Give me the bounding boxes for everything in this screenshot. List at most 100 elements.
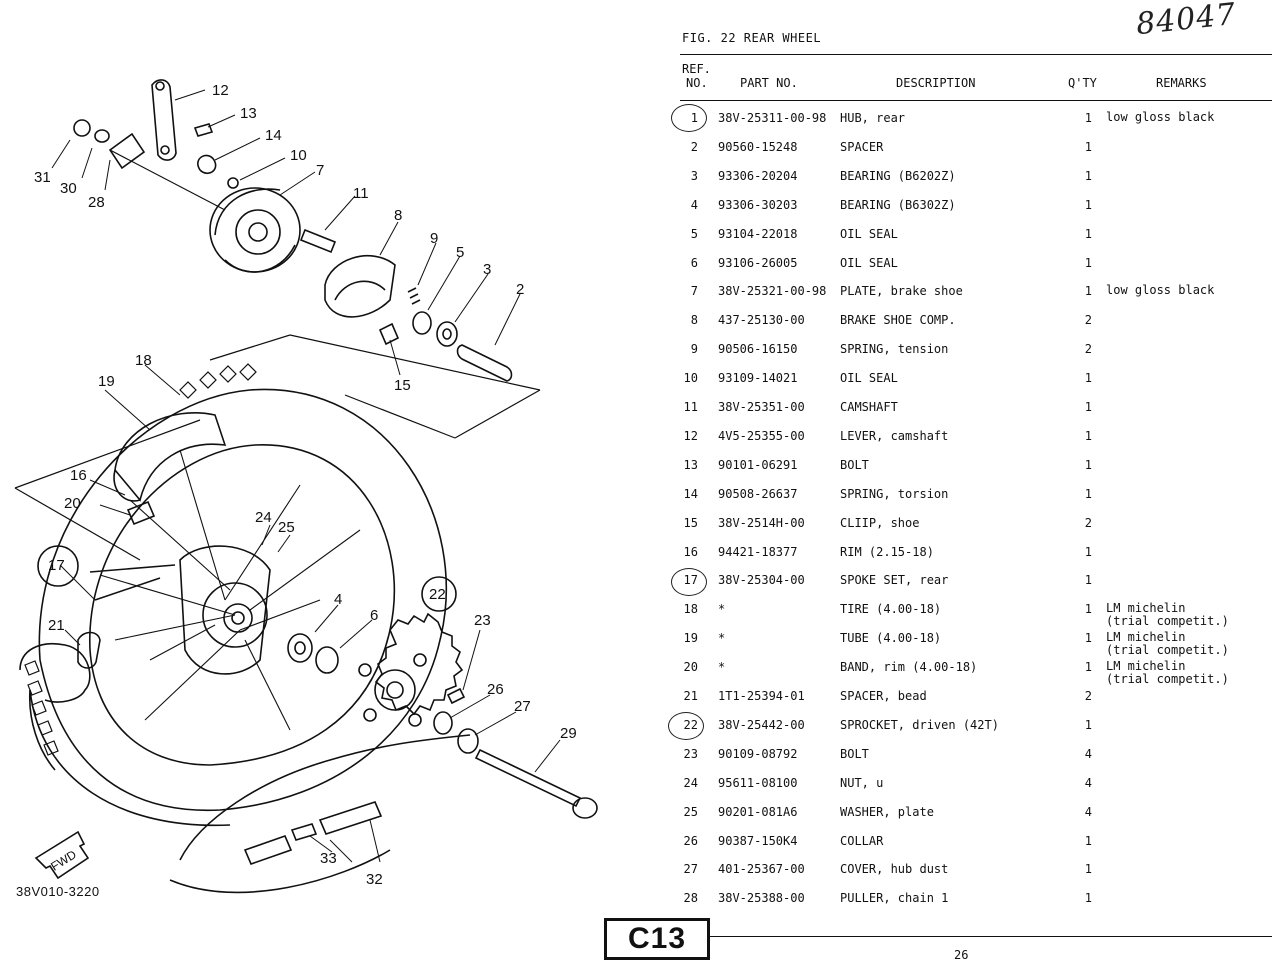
ref-cell: 26 bbox=[683, 833, 698, 848]
remarks-cell: low gloss black bbox=[1106, 110, 1215, 124]
callout-13: 13 bbox=[240, 105, 257, 122]
description-cell: CLIIP, shoe bbox=[840, 515, 920, 530]
qty-cell: 2 bbox=[1084, 342, 1092, 357]
ref-cell: 27 bbox=[683, 862, 698, 877]
ref-cell: 20 bbox=[683, 660, 698, 675]
page-section-mark: C13 bbox=[604, 918, 710, 960]
part-no-cell: 38V-25311-00-98 bbox=[718, 111, 827, 125]
callout-30: 30 bbox=[60, 180, 77, 197]
description-cell: PULLER, chain 1 bbox=[840, 891, 949, 906]
hub bbox=[202, 582, 268, 648]
qty-cell: 1 bbox=[1084, 371, 1092, 386]
callout-3: 3 bbox=[483, 261, 491, 278]
drawing-code: 38V010-3220 bbox=[16, 884, 100, 899]
callout-10: 10 bbox=[290, 147, 307, 164]
header-qty: Q'TY bbox=[1068, 76, 1097, 90]
callout-28: 28 bbox=[88, 194, 105, 211]
qty-cell: 2 bbox=[1084, 313, 1092, 328]
bottom-rule bbox=[708, 936, 1272, 937]
ref-cell: 24 bbox=[683, 775, 698, 790]
qty-cell: 1 bbox=[1084, 833, 1092, 848]
description-cell: BAND, rim (4.00-18) bbox=[840, 660, 978, 675]
part-no-cell: 38V-25388-00 bbox=[718, 891, 805, 906]
ref-cell: 7 bbox=[690, 284, 698, 299]
page-number: 26 bbox=[954, 948, 969, 962]
qty-cell: 1 bbox=[1084, 284, 1092, 299]
part-no-cell: 93104-22018 bbox=[718, 226, 798, 241]
remarks-cell: LM michelin (trial competit.) bbox=[1106, 659, 1229, 687]
description-cell: BRAKE SHOE COMP. bbox=[840, 313, 956, 328]
description-cell: WASHER, plate bbox=[840, 804, 934, 819]
qty-cell: 1 bbox=[1084, 891, 1092, 906]
callout-11: 11 bbox=[353, 185, 369, 202]
header-ref-line1: REF. bbox=[682, 62, 711, 76]
ref-cell: 23 bbox=[683, 746, 698, 761]
header-rule bbox=[680, 100, 1272, 101]
callout-26: 26 bbox=[487, 681, 504, 698]
ref-cell: 14 bbox=[683, 486, 698, 501]
part-no-cell: 38V-25442-00 bbox=[718, 717, 805, 732]
part-no-cell: 93306-30203 bbox=[718, 197, 798, 212]
callout-19: 19 bbox=[98, 373, 115, 390]
ref-cell: 15 bbox=[683, 515, 698, 530]
description-cell: COLLAR bbox=[840, 833, 884, 848]
part-no-cell: 90508-26637 bbox=[718, 486, 798, 501]
axle bbox=[474, 748, 582, 808]
description-cell: SPRING, tension bbox=[840, 342, 949, 357]
part-no-cell: 90506-16150 bbox=[718, 342, 798, 357]
part-no-cell: 437-25130-00 bbox=[718, 313, 805, 328]
qty-cell: 1 bbox=[1084, 457, 1092, 472]
camshaft-lever bbox=[151, 79, 177, 161]
callout-12: 12 bbox=[212, 82, 229, 99]
ref-cell: 1 bbox=[690, 111, 698, 125]
callout-2: 2 bbox=[516, 281, 524, 298]
drive-chain bbox=[179, 734, 471, 861]
qty-cell: 2 bbox=[1084, 515, 1092, 530]
ref-cell: 17 bbox=[683, 573, 698, 588]
qty-cell: 2 bbox=[1084, 689, 1092, 703]
part-no-cell: 90201-081A6 bbox=[718, 804, 798, 819]
description-cell: RIM (2.15-18) bbox=[840, 544, 934, 559]
description-cell: OIL SEAL bbox=[840, 371, 898, 386]
ref-cell: 16 bbox=[683, 544, 698, 559]
ref-cell: 28 bbox=[683, 891, 698, 906]
ref-cell: 5 bbox=[690, 226, 698, 241]
description-cell: CAMSHAFT bbox=[840, 400, 898, 414]
ref-circle-17 bbox=[671, 568, 707, 596]
ref-cell: 25 bbox=[683, 804, 698, 819]
tube-section bbox=[114, 412, 227, 502]
header-description: DESCRIPTION bbox=[896, 76, 976, 90]
qty-cell: 1 bbox=[1084, 660, 1092, 675]
ref-cell: 8 bbox=[690, 313, 698, 328]
remarks-cell: LM michelin (trial competit.) bbox=[1106, 630, 1229, 658]
callout-16: 16 bbox=[70, 467, 87, 484]
qty-cell: 1 bbox=[1084, 168, 1092, 183]
ref-cell: 3 bbox=[690, 168, 698, 183]
description-cell: BOLT bbox=[840, 457, 869, 472]
camshaft bbox=[299, 228, 337, 254]
part-no-cell: * bbox=[718, 660, 726, 675]
description-cell: BOLT bbox=[840, 746, 869, 761]
ref-cell: 19 bbox=[683, 631, 698, 646]
part-no-cell: 1T1-25394-01 bbox=[718, 689, 805, 703]
callout-6: 6 bbox=[370, 607, 378, 624]
part-no-cell: 38V-25321-00-98 bbox=[718, 284, 827, 299]
description-cell: COVER, hub dust bbox=[840, 862, 949, 877]
